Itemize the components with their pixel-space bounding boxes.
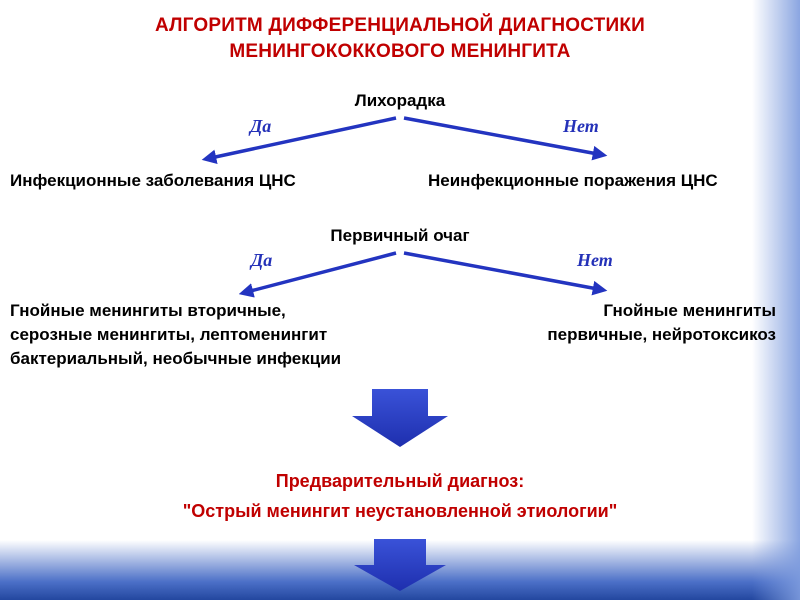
preliminary-diagnosis-line1: Предварительный диагноз: <box>275 471 525 491</box>
fever-yes-result: Инфекционные заболевания ЦНС <box>10 171 296 190</box>
fever-yes-label: Да <box>250 116 272 136</box>
fever-yes-branch-arrow <box>201 116 397 165</box>
focus-yes-result-line3: бактериальный, необычные инфекции <box>10 349 342 368</box>
fever-node-label: Лихорадка <box>354 91 446 110</box>
focus-yes-result-line2: серозные менингиты, лептоменингит <box>10 325 328 344</box>
focus-no-branch-arrow <box>403 251 608 296</box>
preliminary-diagnosis-line2: "Острый менингит неустановленной этиолог… <box>182 501 618 521</box>
big-down-arrow-icon <box>352 389 448 447</box>
focus-no-label: Нет <box>577 250 613 270</box>
fever-no-result: Неинфекционные поражения ЦНС <box>428 171 718 190</box>
preliminary-diagnosis: Предварительный диагноз: "Острый менинги… <box>0 466 800 526</box>
slide-title: АЛГОРИТМ ДИФФЕРЕНЦИАЛЬНОЙ ДИАГНОСТИКИ МЕ… <box>0 13 800 64</box>
focus-no-result: Гнойные менингиты первичные, нейротоксик… <box>547 299 776 347</box>
slide-title-line2: МЕНИНГОКОККОВОГО МЕНИНГИТА <box>229 40 571 62</box>
focus-node-label: Первичный очаг <box>330 226 470 245</box>
big-down-arrow-bottom-icon <box>354 539 446 591</box>
slide-title-line1: АЛГОРИТМ ДИФФЕРЕНЦИАЛЬНОЙ ДИАГНОСТИКИ <box>155 15 645 36</box>
focus-yes-label: Да <box>251 250 273 270</box>
focus-no-result-line1: Гнойные менингиты <box>603 301 776 320</box>
fever-no-label: Нет <box>563 116 599 136</box>
focus-no-result-line2: первичные, нейротоксикоз <box>547 325 776 344</box>
focus-yes-result-line1: Гнойные менингиты вторичные, <box>10 301 286 320</box>
focus-yes-result: Гнойные менингиты вторичные, серозные ме… <box>10 299 341 371</box>
